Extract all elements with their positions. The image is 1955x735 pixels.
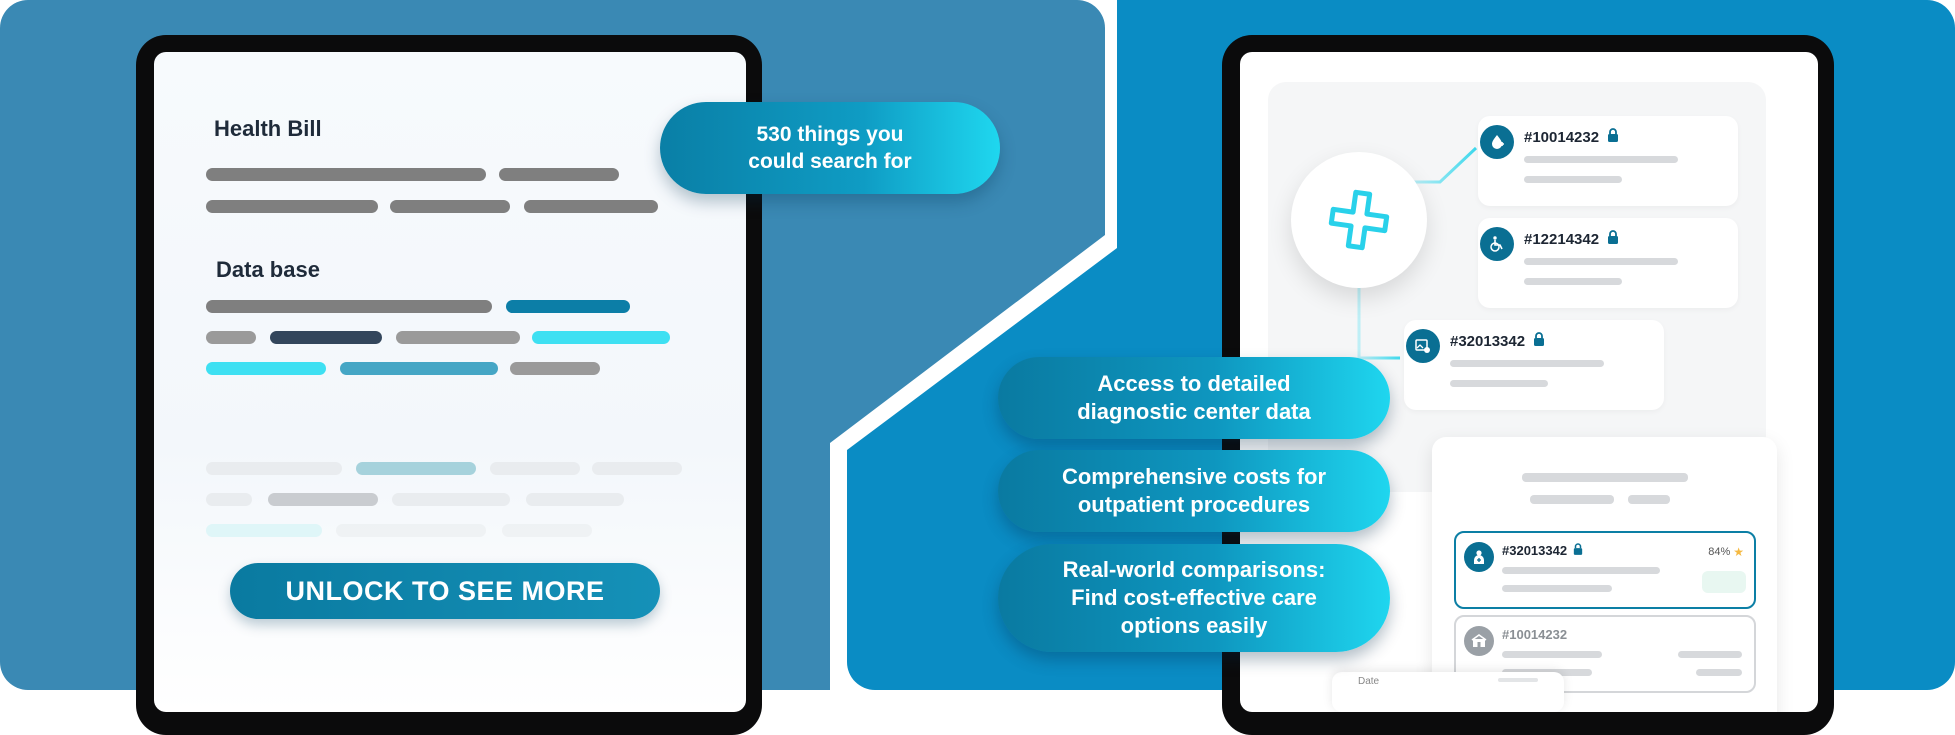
placeholder-bar xyxy=(1524,156,1678,163)
feature-line: outpatient procedures xyxy=(1077,492,1311,517)
faded-bar xyxy=(592,462,682,475)
placeholder-bar xyxy=(532,331,670,344)
status-badge xyxy=(1702,571,1746,593)
feature-line: options easily xyxy=(1120,613,1268,638)
placeholder-bar xyxy=(499,168,619,181)
faded-bar xyxy=(206,493,252,506)
placeholder-bar xyxy=(1530,495,1614,504)
blood-drop-plus-icon xyxy=(1480,125,1514,159)
doctor-icon xyxy=(1464,542,1494,572)
placeholder-bar xyxy=(206,362,326,375)
result-row[interactable]: #10014232 xyxy=(1454,615,1756,693)
placeholder-bar xyxy=(524,200,658,213)
clinic-icon xyxy=(1464,626,1494,656)
medical-cross-icon xyxy=(1328,189,1390,251)
placeholder-bar xyxy=(206,168,486,181)
center-node xyxy=(1291,152,1427,288)
placeholder-bar xyxy=(1450,360,1604,367)
placeholder-bar xyxy=(1522,473,1688,482)
faded-bar xyxy=(206,462,342,475)
feature-line: diagnostic center data xyxy=(1077,399,1311,424)
feature-line: Access to detailed xyxy=(1097,371,1291,396)
feature-line: Comprehensive costs for xyxy=(1061,464,1327,489)
faded-bar xyxy=(526,493,624,506)
placeholder-bar xyxy=(270,331,382,344)
feature-pill-diagnostic: Access to detailed diagnostic center dat… xyxy=(998,357,1390,439)
feature-line: Real-world comparisons: xyxy=(1062,557,1326,582)
placeholder-bar xyxy=(1524,258,1678,265)
placeholder-bar xyxy=(340,362,498,375)
placeholder-bar xyxy=(1628,495,1670,504)
faded-bar xyxy=(502,524,592,537)
database-title: Data base xyxy=(216,257,320,282)
record-id: #10014232 xyxy=(1502,627,1568,642)
faded-bar xyxy=(336,524,486,537)
match-percent: 84% xyxy=(1708,546,1731,558)
placeholder-bar xyxy=(1524,176,1622,183)
results-card: #32013342 84% ★ #10014232 xyxy=(1432,437,1777,712)
faded-bar xyxy=(356,462,476,475)
connector-line xyxy=(1410,146,1478,184)
placeholder-bar xyxy=(390,200,510,213)
feature-pill-costs: Comprehensive costs for outpatient proce… xyxy=(998,450,1390,532)
health-bill-title: Health Bill xyxy=(214,116,322,141)
faded-bar xyxy=(206,524,322,537)
connector-line xyxy=(1357,288,1400,360)
star-icon: ★ xyxy=(1733,545,1744,559)
placeholder-bar xyxy=(1502,651,1602,658)
placeholder-bar xyxy=(1524,278,1622,285)
image-settings-icon xyxy=(1406,329,1440,363)
record-card[interactable]: #12214342 xyxy=(1478,218,1738,308)
search-count-pill: 530 things you could search for xyxy=(660,102,1000,194)
placeholder-bar xyxy=(1502,567,1660,574)
record-id: #32013342 xyxy=(1450,332,1526,350)
feature-pill-comparisons: Real-world comparisons: Find cost-effect… xyxy=(998,544,1390,652)
placeholder-bar xyxy=(1696,669,1742,676)
unlock-button[interactable]: UNLOCK TO SEE MORE xyxy=(230,563,660,619)
placeholder-bar xyxy=(510,362,600,375)
placeholder-bar xyxy=(506,300,630,313)
lock-icon xyxy=(1573,543,1583,558)
placeholder-bar xyxy=(206,200,378,213)
wheelchair-icon xyxy=(1480,227,1514,261)
search-pill-line: 530 things you xyxy=(756,123,904,146)
partial-card: Date xyxy=(1332,672,1564,712)
faded-bar xyxy=(268,493,378,506)
result-row-selected[interactable]: #32013342 84% ★ xyxy=(1454,531,1756,609)
placeholder-bar xyxy=(206,331,256,344)
lock-icon xyxy=(1607,128,1619,146)
faded-bar xyxy=(490,462,580,475)
faded-bar xyxy=(392,493,510,506)
placeholder-bar xyxy=(206,300,492,313)
lock-icon xyxy=(1607,230,1619,248)
placeholder-bar xyxy=(396,331,520,344)
record-card[interactable]: #32013342 xyxy=(1404,320,1664,410)
record-id: #10014232 xyxy=(1524,128,1600,146)
record-card[interactable]: #10014232 xyxy=(1478,116,1738,206)
partial-card-label: Date xyxy=(1358,676,1380,687)
placeholder-bar xyxy=(1450,380,1548,387)
placeholder-bar xyxy=(1498,678,1538,682)
placeholder-bar xyxy=(1678,651,1742,658)
lock-icon xyxy=(1533,332,1545,350)
record-id: #32013342 xyxy=(1502,543,1568,558)
search-pill-line: could search for xyxy=(748,150,912,173)
record-id: #12214342 xyxy=(1524,230,1600,248)
placeholder-bar xyxy=(1502,585,1612,592)
feature-line: Find cost-effective care xyxy=(1071,585,1317,610)
